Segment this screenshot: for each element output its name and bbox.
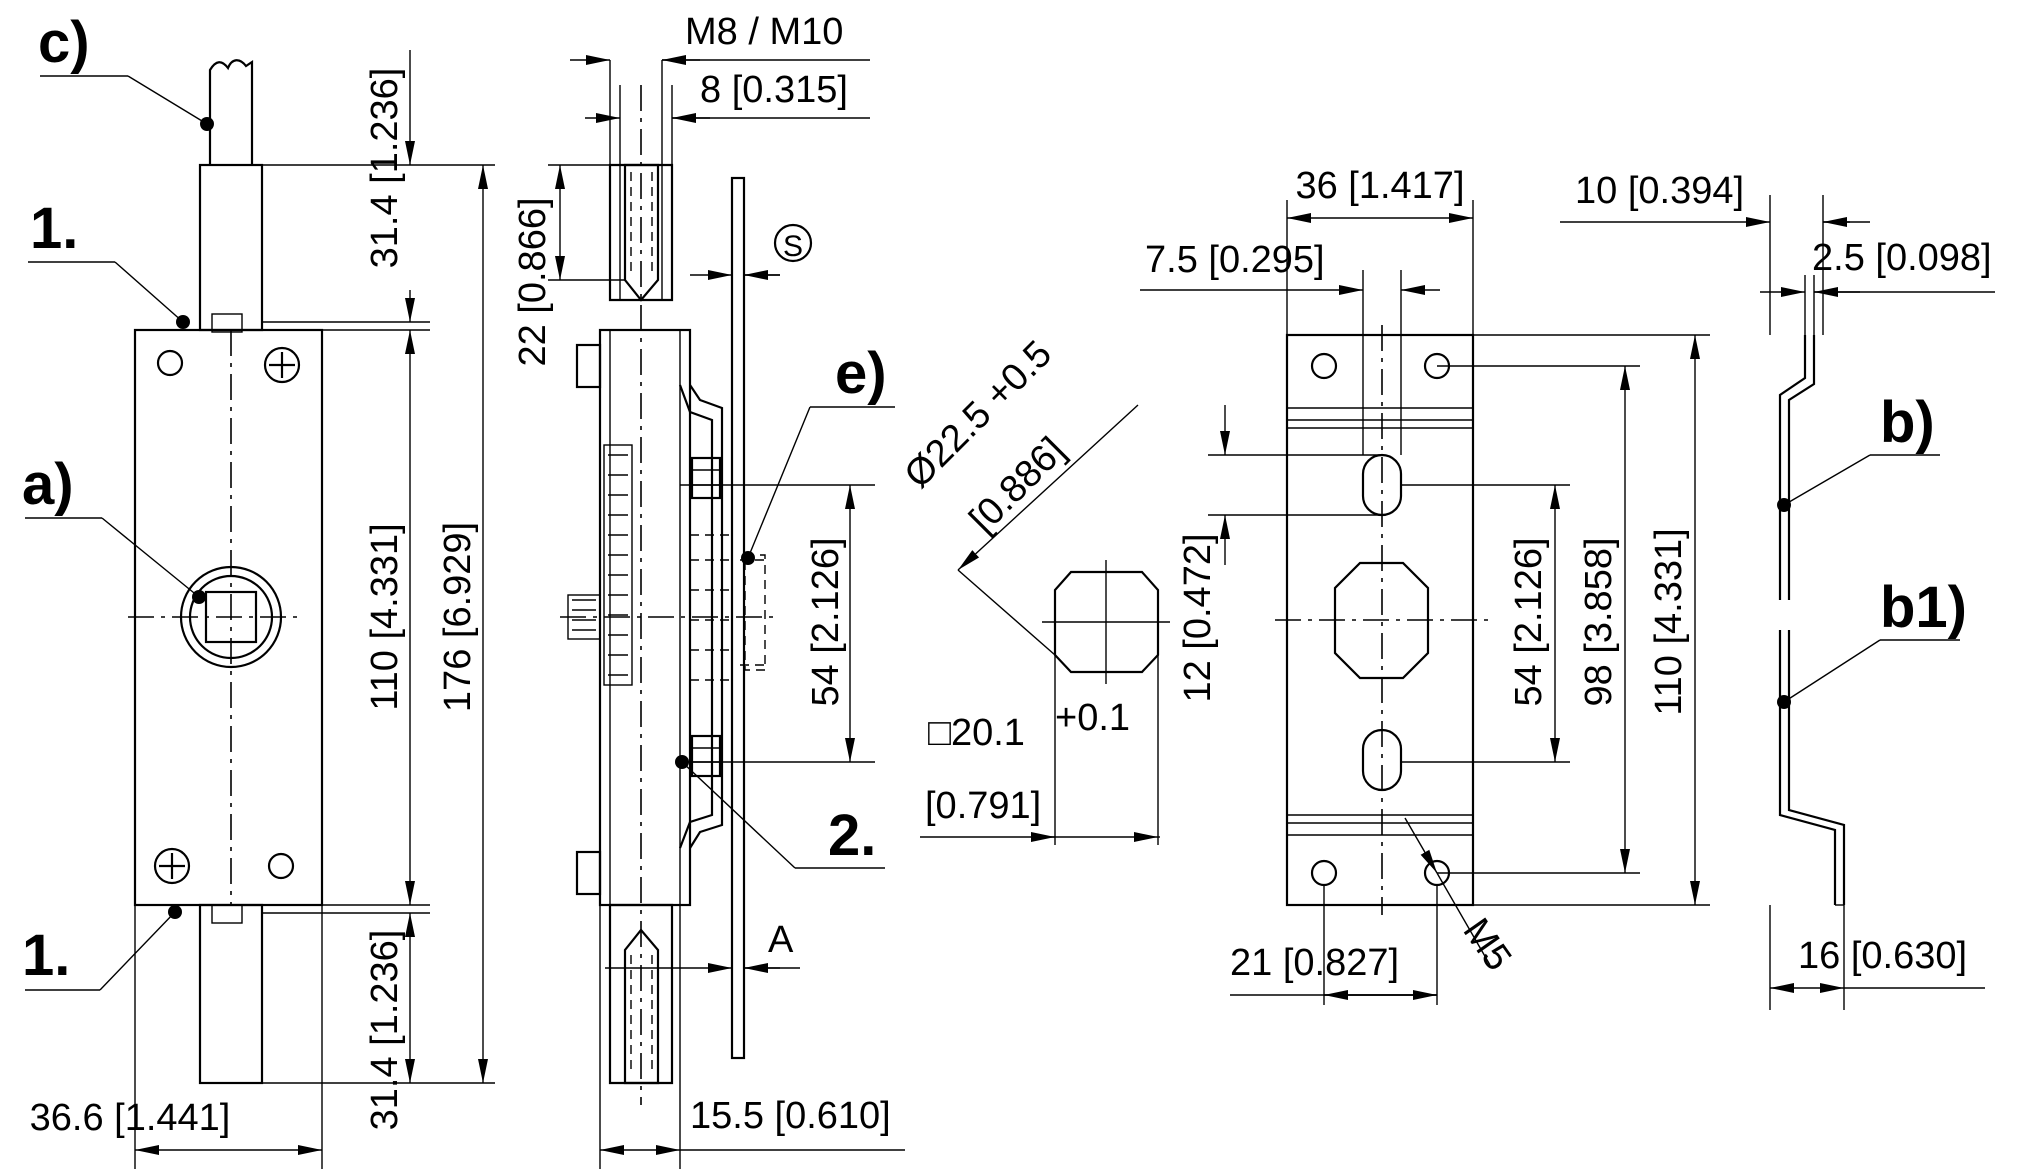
front-total-height-dim: 176 [6.929] xyxy=(437,522,479,712)
bracket-width-dim: 36 [1.417] xyxy=(1295,165,1464,207)
callout-c: c) xyxy=(38,10,90,75)
side-s-mark: S xyxy=(783,230,803,263)
front-top-ext-dim: 31.4 [1.236] xyxy=(364,68,406,269)
callout-a: a) xyxy=(22,452,74,517)
side-bore-depth-dim: 22 [0.866] xyxy=(512,197,554,366)
front-body-height-dim: 110 [4.331] xyxy=(364,523,406,710)
profile-top-dim: 10 [0.394] xyxy=(1575,170,1744,212)
profile-bottom-dim: 16 [0.630] xyxy=(1798,935,1967,977)
cutout-square-dim: □20.1 xyxy=(928,712,1025,754)
bracket-slot-pitch-dim: 54 [2.126] xyxy=(1508,537,1550,706)
front-width-dim: 36.6 [1.441] xyxy=(30,1097,231,1139)
callout-1-top: 1. xyxy=(30,196,78,261)
callout-1-bottom: 1. xyxy=(22,923,70,988)
cutout-dia-in-dim: [0.886] xyxy=(962,429,1074,541)
side-rod-dim: 8 [0.315] xyxy=(700,69,848,111)
profile-view: 10 [0.394] 2.5 [0.098] 16 [0.630] b) b1) xyxy=(1560,170,1995,1010)
cutout-view: Ø22.5 +0.5 [0.886] □20.1 +0.1 [0.791] xyxy=(897,333,1170,845)
side-depth-dim: 15.5 [0.610] xyxy=(690,1095,891,1137)
bracket-slot-span-dim: 98 [3.858] xyxy=(1578,537,1620,706)
cutout-square-tol: +0.1 xyxy=(1055,697,1130,739)
bracket-height-dim: 110 [4.331] xyxy=(1648,528,1690,715)
side-screw-pitch-dim: 54 [2.126] xyxy=(805,537,847,706)
cutout-square-in-dim: [0.791] xyxy=(925,785,1041,827)
front-view: 31.4 [1.236] 110 [4.331] 176 [6.929] 31.… xyxy=(22,10,495,1169)
front-bottom-ext-dim: 31.4 [1.236] xyxy=(364,930,406,1131)
side-a-mark: A xyxy=(768,919,794,961)
side-view: M8 / M10 8 [0.315] 22 [0.866] S 54 [2.12… xyxy=(512,11,905,1169)
callout-b: b) xyxy=(1880,390,1935,455)
bracket-offset-dim: 7.5 [0.295] xyxy=(1145,239,1325,281)
callout-e: e) xyxy=(835,341,887,406)
callout-b1: b1) xyxy=(1880,575,1967,640)
side-thread-dim: M8 / M10 xyxy=(685,11,843,53)
bracket-slot-dim: 12 [0.472] xyxy=(1177,533,1219,702)
bracket-view: 36 [1.417] 7.5 [0.295] 12 [0.472] 54 [2.… xyxy=(1140,165,1710,1005)
bracket-hole-x-dim: 21 [0.827] xyxy=(1230,942,1399,984)
profile-sheet-dim: 2.5 [0.098] xyxy=(1812,237,1992,279)
callout-2: 2. xyxy=(828,803,876,868)
